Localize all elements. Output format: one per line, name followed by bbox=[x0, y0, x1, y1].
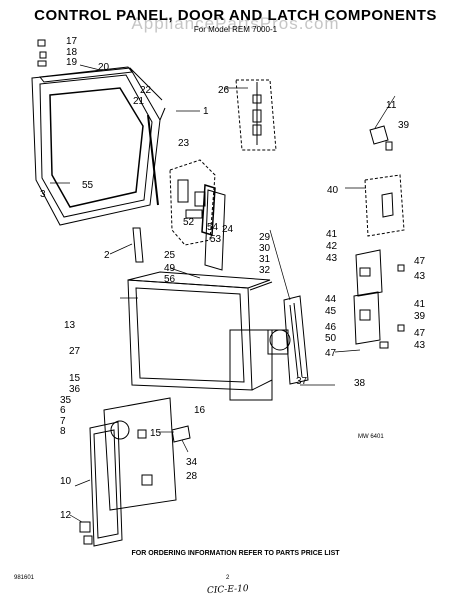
callout-6: 6 bbox=[60, 405, 66, 416]
callout-49: 49 bbox=[164, 263, 176, 274]
control-panel-frame bbox=[127, 271, 291, 401]
callout-52: 52 bbox=[183, 217, 195, 228]
callout-24: 24 bbox=[222, 224, 234, 235]
callout-20: 20 bbox=[98, 62, 110, 73]
callout-labels: 17 18 19 20 22 21 1 55 3 26 23 54 52 53 … bbox=[40, 36, 426, 521]
callout-25: 25 bbox=[164, 250, 176, 261]
callout-21: 21 bbox=[133, 96, 145, 107]
callout-3: 3 bbox=[40, 189, 46, 200]
callout-30: 30 bbox=[259, 243, 271, 254]
callout-19: 19 bbox=[66, 57, 78, 68]
page-subtitle: For Model REM 7000-1 bbox=[193, 25, 278, 34]
callout-12: 12 bbox=[60, 510, 72, 521]
callout-11: 11 bbox=[386, 100, 397, 111]
switch-column bbox=[283, 295, 309, 385]
latch-cam bbox=[137, 425, 191, 486]
callout-29: 29 bbox=[259, 232, 271, 243]
callout-47: 47 bbox=[325, 348, 337, 359]
callout-15: 15 bbox=[150, 428, 162, 439]
callout-10: 10 bbox=[60, 476, 72, 487]
door-strip bbox=[132, 227, 144, 263]
right-bracket bbox=[364, 125, 405, 237]
callout-16: 16 bbox=[194, 405, 206, 416]
callout-37: 37 bbox=[296, 376, 308, 387]
callout-43: 43 bbox=[414, 340, 426, 351]
callout-45: 45 bbox=[325, 306, 337, 317]
callout-26: 26 bbox=[218, 85, 230, 96]
callout-1: 1 bbox=[203, 106, 209, 117]
callout-7: 7 bbox=[60, 416, 66, 427]
callout-41: 41 bbox=[326, 229, 338, 240]
callout-40: 40 bbox=[327, 185, 339, 196]
page-title: CONTROL PANEL, DOOR AND LATCH COMPONENTS bbox=[34, 7, 437, 24]
callout-50: 50 bbox=[325, 333, 337, 344]
callout-39: 39 bbox=[414, 311, 426, 322]
ordering-note: FOR ORDERING INFORMATION REFER TO PARTS … bbox=[131, 550, 340, 557]
callout-46: 46 bbox=[325, 322, 337, 333]
callout-8: 8 bbox=[60, 426, 66, 437]
callout-2: 2 bbox=[104, 250, 110, 261]
callout-31: 31 bbox=[259, 254, 271, 265]
callout-53: 53 bbox=[210, 234, 222, 245]
callout-18: 18 bbox=[66, 47, 78, 58]
callout-41: 41 bbox=[414, 299, 426, 310]
callout-38: 38 bbox=[354, 378, 366, 389]
callout-47: 47 bbox=[414, 328, 426, 339]
latch-spring bbox=[235, 79, 277, 151]
switch-bracket bbox=[353, 249, 405, 349]
callout-55: 55 bbox=[82, 180, 94, 191]
callout-13: 13 bbox=[64, 320, 76, 331]
leader-lines bbox=[50, 64, 396, 523]
top-left-hardware bbox=[37, 39, 47, 67]
callout-36: 36 bbox=[69, 384, 81, 395]
callout-35: 35 bbox=[60, 395, 72, 406]
control-panel bbox=[79, 397, 177, 547]
callout-15: 15 bbox=[69, 373, 81, 384]
watermark: AppliancePartsPros.com bbox=[131, 14, 340, 33]
document-code: 981601 bbox=[14, 575, 35, 581]
callout-42: 42 bbox=[326, 241, 338, 252]
callout-27: 27 bbox=[69, 346, 81, 357]
callout-44: 44 bbox=[325, 294, 337, 305]
callout-56: 56 bbox=[164, 274, 176, 285]
callout-43: 43 bbox=[326, 253, 338, 264]
callout-22: 22 bbox=[140, 85, 152, 96]
latch-mechanism bbox=[169, 159, 226, 271]
callout-17: 17 bbox=[66, 36, 78, 47]
callout-23: 23 bbox=[178, 138, 190, 149]
diagram-code: MW 6401 bbox=[358, 434, 384, 440]
callout-39: 39 bbox=[398, 120, 410, 131]
page-number: 2 bbox=[226, 575, 230, 581]
callout-43: 43 bbox=[414, 271, 426, 282]
callout-34: 34 bbox=[186, 457, 198, 468]
callout-54: 54 bbox=[207, 222, 219, 233]
callout-28: 28 bbox=[186, 471, 198, 482]
callout-32: 32 bbox=[259, 265, 271, 276]
door-assembly bbox=[31, 66, 166, 226]
callout-47: 47 bbox=[414, 256, 426, 267]
